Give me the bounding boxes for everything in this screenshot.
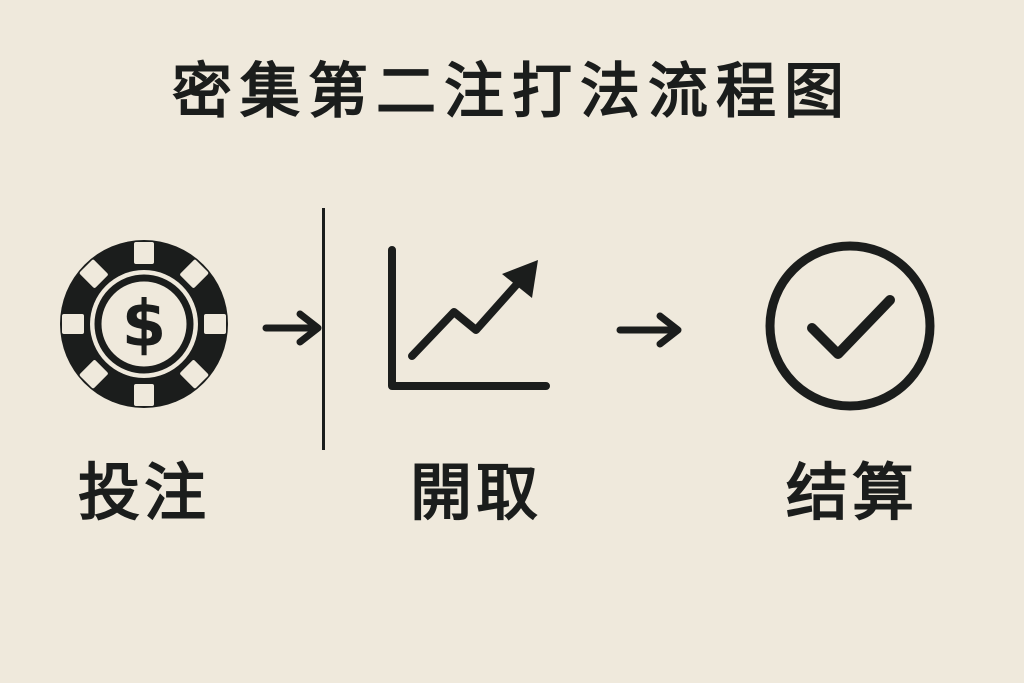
svg-text:$: $ bbox=[122, 288, 167, 362]
arrow-right-icon bbox=[262, 310, 322, 346]
arrow-right-icon bbox=[616, 312, 682, 348]
page-title: 密集第二注打法流程图 bbox=[172, 57, 852, 127]
check-circle-icon bbox=[765, 241, 935, 411]
vertical-divider bbox=[322, 208, 325, 450]
step-label-draw: 開取 bbox=[409, 456, 542, 529]
step-label-bet: 投注 bbox=[77, 456, 210, 529]
line-chart-up-arrow-icon bbox=[388, 246, 550, 390]
casino-chip-dollar-icon: $ bbox=[60, 240, 228, 408]
step-label-settle: 结算 bbox=[785, 456, 918, 529]
